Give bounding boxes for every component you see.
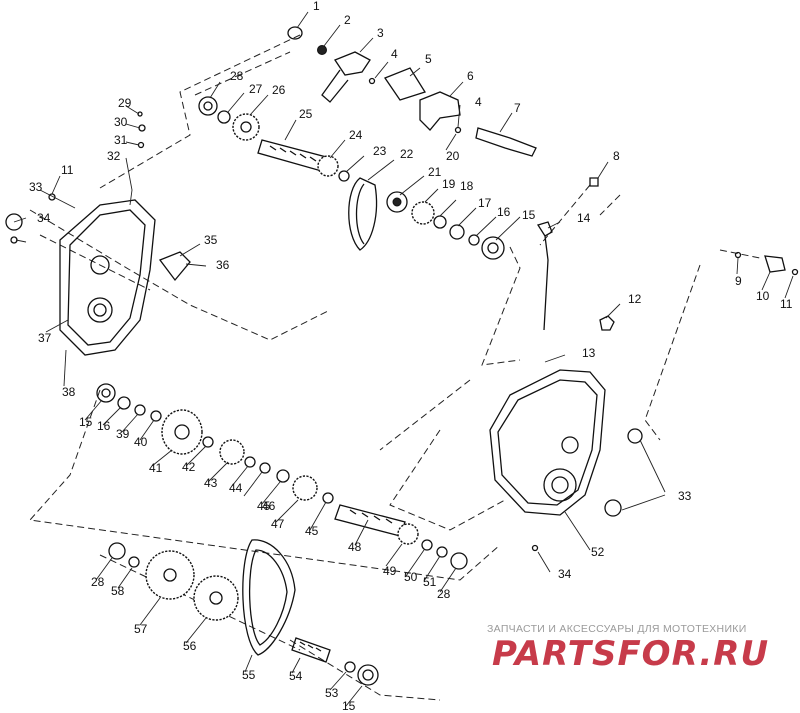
watermark-tagline: ЗАПЧАСТИ И АКСЕССУАРЫ ДЛЯ МОТОТЕХНИКИ <box>487 623 747 635</box>
upper-shift-parts <box>287 26 599 187</box>
left-housing-cover <box>5 111 191 356</box>
part-label: 40 <box>134 435 148 449</box>
part-label: 15 <box>342 699 356 713</box>
part-label: 33 <box>29 180 43 194</box>
part-label: 2 <box>344 13 351 27</box>
assembly-dash-lines <box>29 34 761 701</box>
part-label: 29 <box>118 96 132 110</box>
lower-assembly <box>108 539 379 686</box>
part-label: 11 <box>61 163 74 177</box>
part-label: 1 <box>313 0 320 13</box>
part-label: 45 <box>305 524 319 538</box>
part-label: 28 <box>91 575 105 589</box>
part-label: 37 <box>38 331 52 345</box>
part-label: 16 <box>97 419 111 433</box>
part-label: 8 <box>613 149 620 163</box>
part-label: 50 <box>404 570 418 584</box>
part-label: 26 <box>272 83 286 97</box>
part-label: 19 <box>442 177 456 191</box>
part-label: 53 <box>325 686 339 700</box>
part-label: 21 <box>428 165 442 179</box>
part-label: 31 <box>114 133 128 147</box>
leader-lines <box>13 11 794 707</box>
part-label: 14 <box>577 211 591 225</box>
part-label: 6 <box>467 69 474 83</box>
part-label: 5 <box>425 52 432 66</box>
part-label: 10 <box>756 289 770 303</box>
part-label: 4 <box>391 47 398 61</box>
part-label: 30 <box>114 115 128 129</box>
part-label: 18 <box>460 179 474 193</box>
part-label: 25 <box>299 107 313 121</box>
part-label: 34 <box>558 567 572 581</box>
part-label: 17 <box>478 196 492 210</box>
part-label: 39 <box>116 427 130 441</box>
part-label: 38 <box>62 385 76 399</box>
middle-shaft-assembly <box>96 383 468 570</box>
part-label: 58 <box>111 584 125 598</box>
part-label: 4 <box>475 95 482 109</box>
part-label: 48 <box>348 540 362 554</box>
part-label: 16 <box>497 205 511 219</box>
part-label: 15 <box>79 415 93 429</box>
part-label: 9 <box>735 274 742 288</box>
part-label: 35 <box>204 233 218 247</box>
part-label: 41 <box>149 461 163 475</box>
part-label: 55 <box>242 668 256 682</box>
upper-shaft-assembly <box>198 96 553 331</box>
part-label: 23 <box>373 144 387 158</box>
part-label: 43 <box>204 476 218 490</box>
part-label: 24 <box>349 128 363 142</box>
part-label: 7 <box>514 101 521 115</box>
part-label: 52 <box>591 545 605 559</box>
part-label: 22 <box>400 147 414 161</box>
part-label: 20 <box>446 149 460 163</box>
part-label: 51 <box>423 575 437 589</box>
part-label: 44 <box>229 481 243 495</box>
part-label: 45 <box>257 499 271 513</box>
part-label: 13 <box>582 346 596 360</box>
part-label: 32 <box>107 149 121 163</box>
part-label: 57 <box>134 622 148 636</box>
part-label: 42 <box>182 460 196 474</box>
part-label: 11 <box>780 297 793 311</box>
part-label: 28 <box>437 587 451 601</box>
part-label: 47 <box>271 517 285 531</box>
part-label: 34 <box>37 211 51 225</box>
part-label: 27 <box>249 82 263 96</box>
part-label: 36 <box>216 258 230 272</box>
part-label: 12 <box>628 292 642 306</box>
part-label: 15 <box>522 208 536 222</box>
part-label: 28 <box>230 69 244 83</box>
right-housing <box>489 251 799 552</box>
part-label: 56 <box>183 639 197 653</box>
part-label: 54 <box>289 669 303 683</box>
part-label: 46 <box>262 499 276 513</box>
part-label: 3 <box>377 26 384 40</box>
part-label: 33 <box>678 489 692 503</box>
watermark: ЗАПЧАСТИ И АКСЕССУАРЫ ДЛЯ МОТОТЕХНИКИ PA… <box>487 623 769 674</box>
part-label: 49 <box>383 564 397 578</box>
watermark-logo: PARTSFOR.RU <box>492 634 769 674</box>
